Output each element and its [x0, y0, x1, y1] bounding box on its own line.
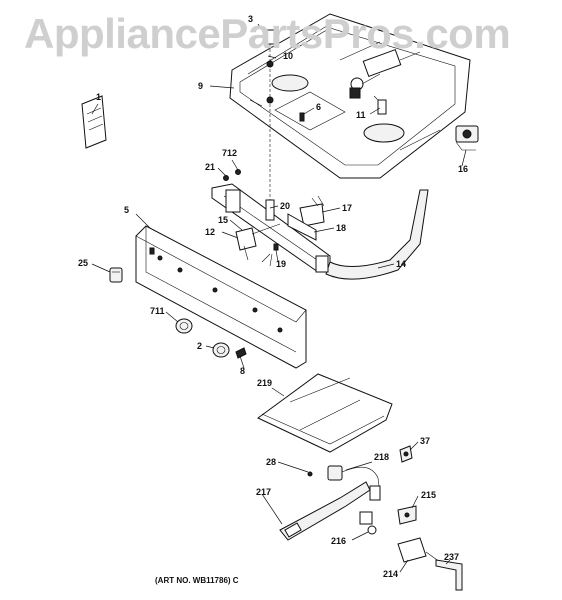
callout-219: 219 [257, 378, 273, 388]
callout-11: 11 [356, 110, 366, 120]
callout-16: 16 [458, 164, 469, 174]
pipe-237 [435, 559, 463, 591]
callout-216: 216 [331, 536, 347, 546]
callout-14: 14 [396, 259, 407, 269]
callout-712: 712 [222, 148, 238, 158]
callout-214: 214 [383, 569, 399, 579]
leader-lines [91, 23, 467, 573]
callout-15: 15 [218, 215, 229, 225]
callout-25: 25 [78, 258, 89, 268]
part-28-screw [307, 471, 313, 477]
callout-215: 215 [421, 490, 437, 500]
knob-711 [175, 318, 193, 334]
burner-tube-217 [279, 481, 371, 541]
control-panel [135, 225, 307, 369]
callout-6: 6 [316, 102, 322, 112]
part-6-screw [299, 112, 305, 122]
art-number: (ART NO. WB11786) C [155, 576, 239, 585]
part-8-clip [235, 347, 247, 359]
screw-3-assembly [265, 29, 275, 200]
callout-1: 1 [96, 92, 102, 102]
valve-214 [397, 537, 441, 563]
callout-28: 28 [266, 457, 277, 467]
callout-37: 37 [420, 436, 431, 446]
callout-237: 237 [444, 552, 460, 562]
part-216-nut [359, 511, 377, 535]
part-11-clip [373, 95, 387, 115]
part-37-clip [399, 445, 413, 463]
callout-8: 8 [240, 366, 246, 376]
part-1-manual [81, 95, 107, 149]
part-712-screw [235, 169, 241, 175]
callout-711: 711 [150, 306, 165, 316]
top-valve-assembly [349, 49, 421, 99]
callout-17: 17 [342, 203, 353, 213]
callout-2: 2 [197, 341, 203, 351]
callout-10: 10 [283, 51, 294, 61]
callout-18: 18 [336, 223, 347, 233]
callout-217: 217 [256, 487, 272, 497]
broiler-plate [257, 373, 393, 453]
part-16-bracket [455, 125, 479, 151]
part-218-connector [327, 465, 381, 501]
part-21-screw [223, 175, 229, 181]
callout-12: 12 [205, 227, 216, 237]
watermark-text: AppliancePartsPros.com [24, 10, 511, 57]
part-25-clip [109, 267, 123, 283]
callout-20: 20 [280, 201, 291, 211]
callout-218: 218 [374, 452, 390, 462]
part-215-bracket [397, 505, 417, 525]
callout-9: 9 [198, 81, 204, 91]
knob-2 [212, 342, 230, 358]
callout-3: 3 [248, 14, 254, 24]
manifold-assembly [211, 183, 429, 280]
callout-5: 5 [124, 205, 130, 215]
callout-19: 19 [276, 259, 287, 269]
callout-21: 21 [205, 162, 216, 172]
